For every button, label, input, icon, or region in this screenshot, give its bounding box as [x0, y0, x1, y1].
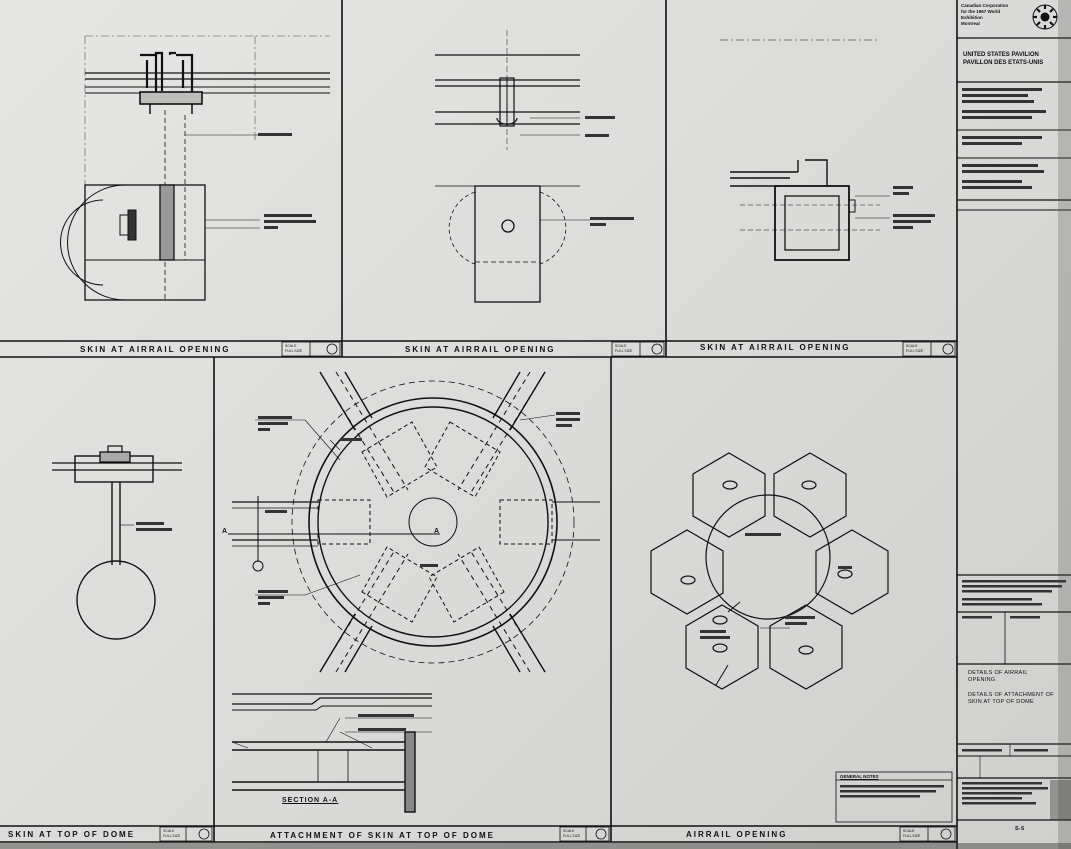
panel-5-notes [258, 412, 580, 605]
scale-value-6: FULL SIZE [903, 834, 921, 838]
project-title-fr: PAVILLON DES ETATS-UNIS [963, 60, 1044, 66]
section-aa-notes [358, 714, 414, 731]
general-notes-box [835, 771, 953, 823]
scale-label-2: SCALE [615, 344, 627, 348]
sheet-title-1: DETAILS OF AIRRAIL OPENING [968, 670, 1028, 683]
project-title-en: UNITED STATES PAVILION [963, 52, 1039, 58]
panel-3-caption: SKIN AT AIRRAIL OPENING [700, 343, 851, 352]
general-notes-heading: GENERAL NOTES [840, 774, 879, 779]
section-marker-left: A [222, 528, 228, 535]
panel-1-notes [258, 133, 316, 229]
sheet-title-2: DETAILS OF ATTACHMENT OF SKIN AT TOP OF … [968, 692, 1054, 705]
scale-value-3: FULL SIZE [906, 349, 924, 353]
org-line-2: for the 1967 World [961, 9, 1001, 14]
scale-value-2: FULL SIZE [615, 349, 633, 353]
title-block [957, 37, 1071, 821]
panel-1-caption: SKIN AT AIRRAIL OPENING [80, 345, 231, 354]
panel-5-plan [228, 371, 600, 673]
scale-label-3: SCALE [906, 344, 918, 348]
org-line-1: Canadian Corporation [961, 3, 1009, 8]
scale-boxes [159, 341, 956, 842]
panel-5-caption: ATTACHMENT OF SKIN AT TOP OF DOME [270, 831, 495, 840]
sheet-grid [0, 0, 958, 849]
panel-3-detail [720, 39, 890, 261]
org-line-4: Montreal [961, 21, 980, 26]
panel-6-hexagons [650, 452, 889, 690]
panel-2-caption: SKIN AT AIRRAIL OPENING [405, 345, 556, 354]
panel-2-detail [435, 30, 590, 303]
title-block-filler [962, 88, 1066, 805]
scale-label-5: SCALE [563, 829, 575, 833]
panel-6-notes [700, 533, 852, 639]
scale-value-5: FULL SIZE [563, 834, 581, 838]
section-marker-right: A [434, 528, 440, 535]
scale-value-1: FULL SIZE [285, 349, 303, 353]
org-line-3: Exhibition [961, 15, 983, 20]
panel-1-detail [60, 35, 330, 301]
panel-4-detail [52, 445, 182, 640]
scale-label-6: SCALE [903, 829, 915, 833]
section-aa-detail [231, 693, 432, 813]
sheet-number: S-5 [1015, 826, 1025, 832]
scale-label-1: SCALE [285, 344, 297, 348]
panel-4-caption: SKIN AT TOP OF DOME [8, 830, 136, 839]
panel-2-notes [585, 116, 634, 226]
panel-3-notes [893, 186, 935, 229]
expo-logo [1032, 4, 1058, 30]
panel-4-notes [136, 522, 172, 531]
panel-6-caption: AIRRAIL OPENING [686, 830, 788, 839]
scale-label-4: SCALE [163, 829, 175, 833]
scale-value-4: FULL SIZE [163, 834, 181, 838]
section-aa-label: SECTION A-A [282, 797, 339, 804]
